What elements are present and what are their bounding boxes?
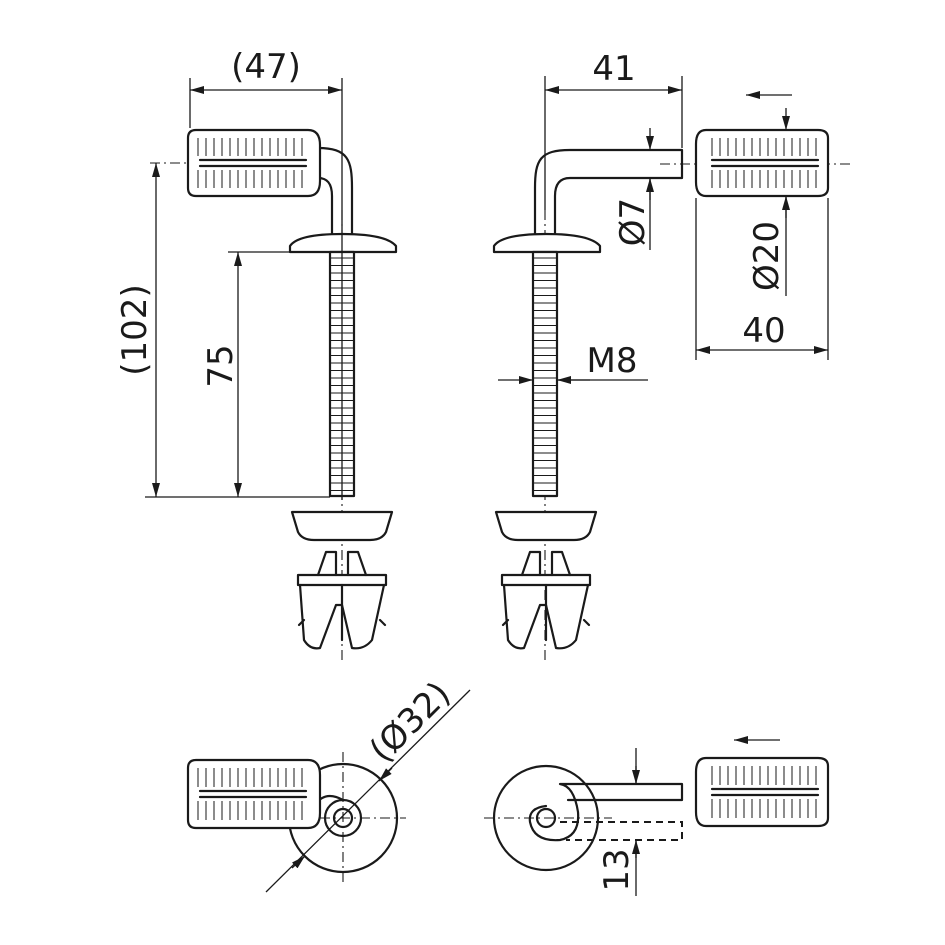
- left-hinge-elevation: (47) (102) 75: [115, 47, 398, 660]
- dim-sleeve-diameter: Ø20: [747, 221, 787, 291]
- knurled-sleeve-plan-left: [186, 758, 322, 830]
- knurled-sleeve-right: [694, 128, 830, 198]
- dim-hinge-reach: (47): [231, 47, 301, 87]
- pin-outer-edge: [316, 146, 354, 246]
- right-hinge-elevation: 41 Ø7 Ø20 40 M8: [492, 49, 850, 660]
- dim-sleeve-length: 40: [742, 311, 785, 351]
- dim-bolt-offset: 41: [592, 49, 635, 89]
- dim-pin-center-offset: 13: [597, 848, 637, 891]
- expanding-anchor-left: [296, 550, 388, 650]
- threaded-rod-right: [531, 250, 559, 498]
- dim-flange-diameter: (Ø32): [362, 674, 459, 771]
- knurled-sleeve-plan-right: [694, 756, 830, 828]
- expanding-anchor-right: [500, 550, 592, 650]
- domed-washer-left: [288, 232, 398, 254]
- dim-pin-diameter: Ø7: [613, 198, 653, 246]
- left-hinge-plan-view: (Ø32): [186, 674, 471, 893]
- dim-thread-length: 75: [201, 344, 241, 387]
- right-hinge-plan-view: 13: [484, 736, 830, 896]
- dim-thread-size: M8: [587, 341, 638, 381]
- cover-cap-right: [494, 510, 598, 542]
- pin-body-right: [533, 148, 684, 246]
- cover-cap-left: [290, 510, 394, 542]
- knurled-sleeve-left: [186, 128, 322, 198]
- dim-total-height: (102): [115, 284, 155, 375]
- domed-washer-right: [492, 232, 602, 254]
